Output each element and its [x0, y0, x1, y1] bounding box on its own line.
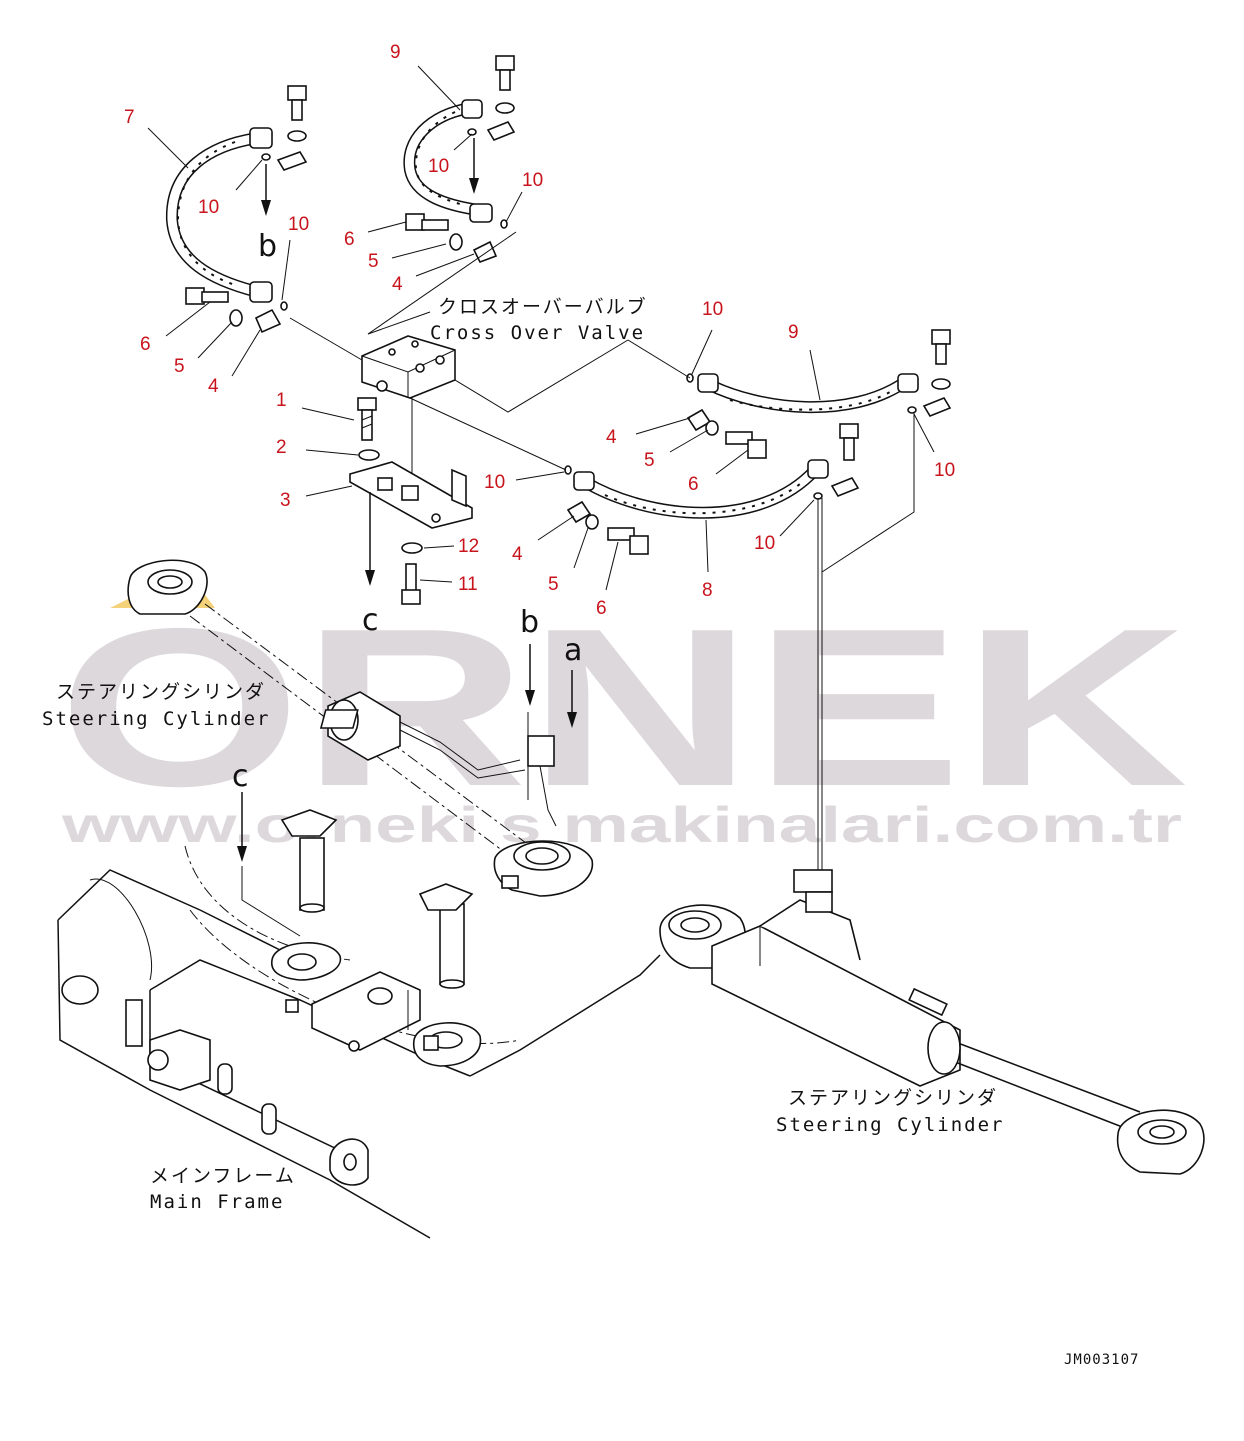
- drawing-number: JM003107: [1064, 1352, 1139, 1368]
- callout-8: 8: [702, 580, 713, 601]
- washer-2: [358, 449, 380, 461]
- hose-9-upper-fittings: [405, 55, 516, 264]
- callout-1: 1: [276, 390, 287, 411]
- callout-4: 4: [606, 427, 617, 448]
- hose-9-right-fittings: [686, 329, 952, 459]
- steering-cylinder-right-label-en: Steering Cylinder: [776, 1114, 1004, 1136]
- left-steering-cylinder: [127, 559, 594, 897]
- callout-9: 9: [390, 42, 401, 63]
- callout-10: 10: [198, 197, 219, 218]
- cross-over-valve: [361, 335, 456, 399]
- main-frame-label-en: Main Frame: [150, 1191, 284, 1213]
- callout-4: 4: [392, 274, 403, 295]
- callout-3: 3: [280, 490, 291, 511]
- steering-cylinder-left-label-en: Steering Cylinder: [42, 708, 270, 730]
- arrows: [237, 138, 577, 862]
- view-marker-a-bottom: a: [564, 633, 582, 668]
- callout-10: 10: [934, 460, 955, 481]
- view-marker-b-top: b: [258, 229, 277, 264]
- o-rings: [261, 128, 917, 500]
- callout-5: 5: [644, 450, 655, 471]
- right-steering-cylinder: [659, 869, 1205, 1175]
- valve-bracket: [349, 461, 473, 529]
- view-marker-c-bottom: c: [232, 759, 249, 794]
- steering-cylinder-left-label-jp: ステアリングシリンダ: [56, 681, 266, 703]
- callout-9: 9: [788, 322, 799, 343]
- callout-7: 7: [124, 107, 135, 128]
- callout-10: 10: [484, 472, 505, 493]
- callout-10: 10: [522, 170, 543, 191]
- callout-5: 5: [548, 574, 559, 595]
- callout-6: 6: [596, 598, 607, 619]
- callout-6: 6: [140, 334, 151, 355]
- callout-10: 10: [288, 214, 309, 235]
- watermark: ORNEK www.orneki s makinalari.com.tr: [58, 581, 1188, 853]
- bolt-1: [357, 397, 377, 441]
- hose-8-fittings: [566, 423, 860, 555]
- bolt-11: [401, 563, 421, 605]
- callouts: 7 10 10 6 5 4 9 10 10 6 5 4 1 2 3 12 11 …: [124, 42, 955, 619]
- callout-4: 4: [512, 544, 523, 565]
- view-markers: b c b a c: [232, 229, 582, 794]
- main-frame-label-jp: メインフレーム: [150, 1165, 296, 1187]
- callout-12: 12: [458, 536, 479, 557]
- callout-6: 6: [344, 229, 355, 250]
- hose-9-upper: [403, 99, 493, 223]
- callout-10: 10: [428, 156, 449, 177]
- callout-10: 10: [754, 533, 775, 554]
- hose-8: [573, 459, 829, 519]
- callout-6: 6: [688, 474, 699, 495]
- view-marker-c-top: c: [362, 603, 379, 638]
- text-labels: クロスオーバーバルブ Cross Over Valve ステアリングシリンダ S…: [42, 295, 1139, 1368]
- cross-over-valve-label-en: Cross Over Valve: [430, 322, 645, 344]
- hose-7: [165, 127, 273, 303]
- hose-7-bottom-fittings: [185, 287, 282, 334]
- main-frame: [57, 809, 661, 1239]
- hose-9-right: [697, 373, 919, 414]
- callout-4: 4: [208, 376, 219, 397]
- washer-12: [401, 542, 423, 554]
- callout-10: 10: [702, 299, 723, 320]
- callout-2: 2: [276, 437, 287, 458]
- hose-7-top-fittings: [276, 85, 308, 171]
- callout-5: 5: [174, 356, 185, 377]
- watermark-url: www.orneki s makinalari.com.tr: [61, 797, 1182, 853]
- callout-11: 11: [458, 574, 478, 595]
- cross-over-valve-label-jp: クロスオーバーバルブ: [438, 295, 648, 318]
- watermark-brand: ORNEK: [58, 581, 1188, 833]
- view-marker-b-bottom: b: [520, 605, 539, 640]
- steering-cylinder-right-label-jp: ステアリングシリンダ: [788, 1087, 998, 1109]
- callout-5: 5: [368, 251, 379, 272]
